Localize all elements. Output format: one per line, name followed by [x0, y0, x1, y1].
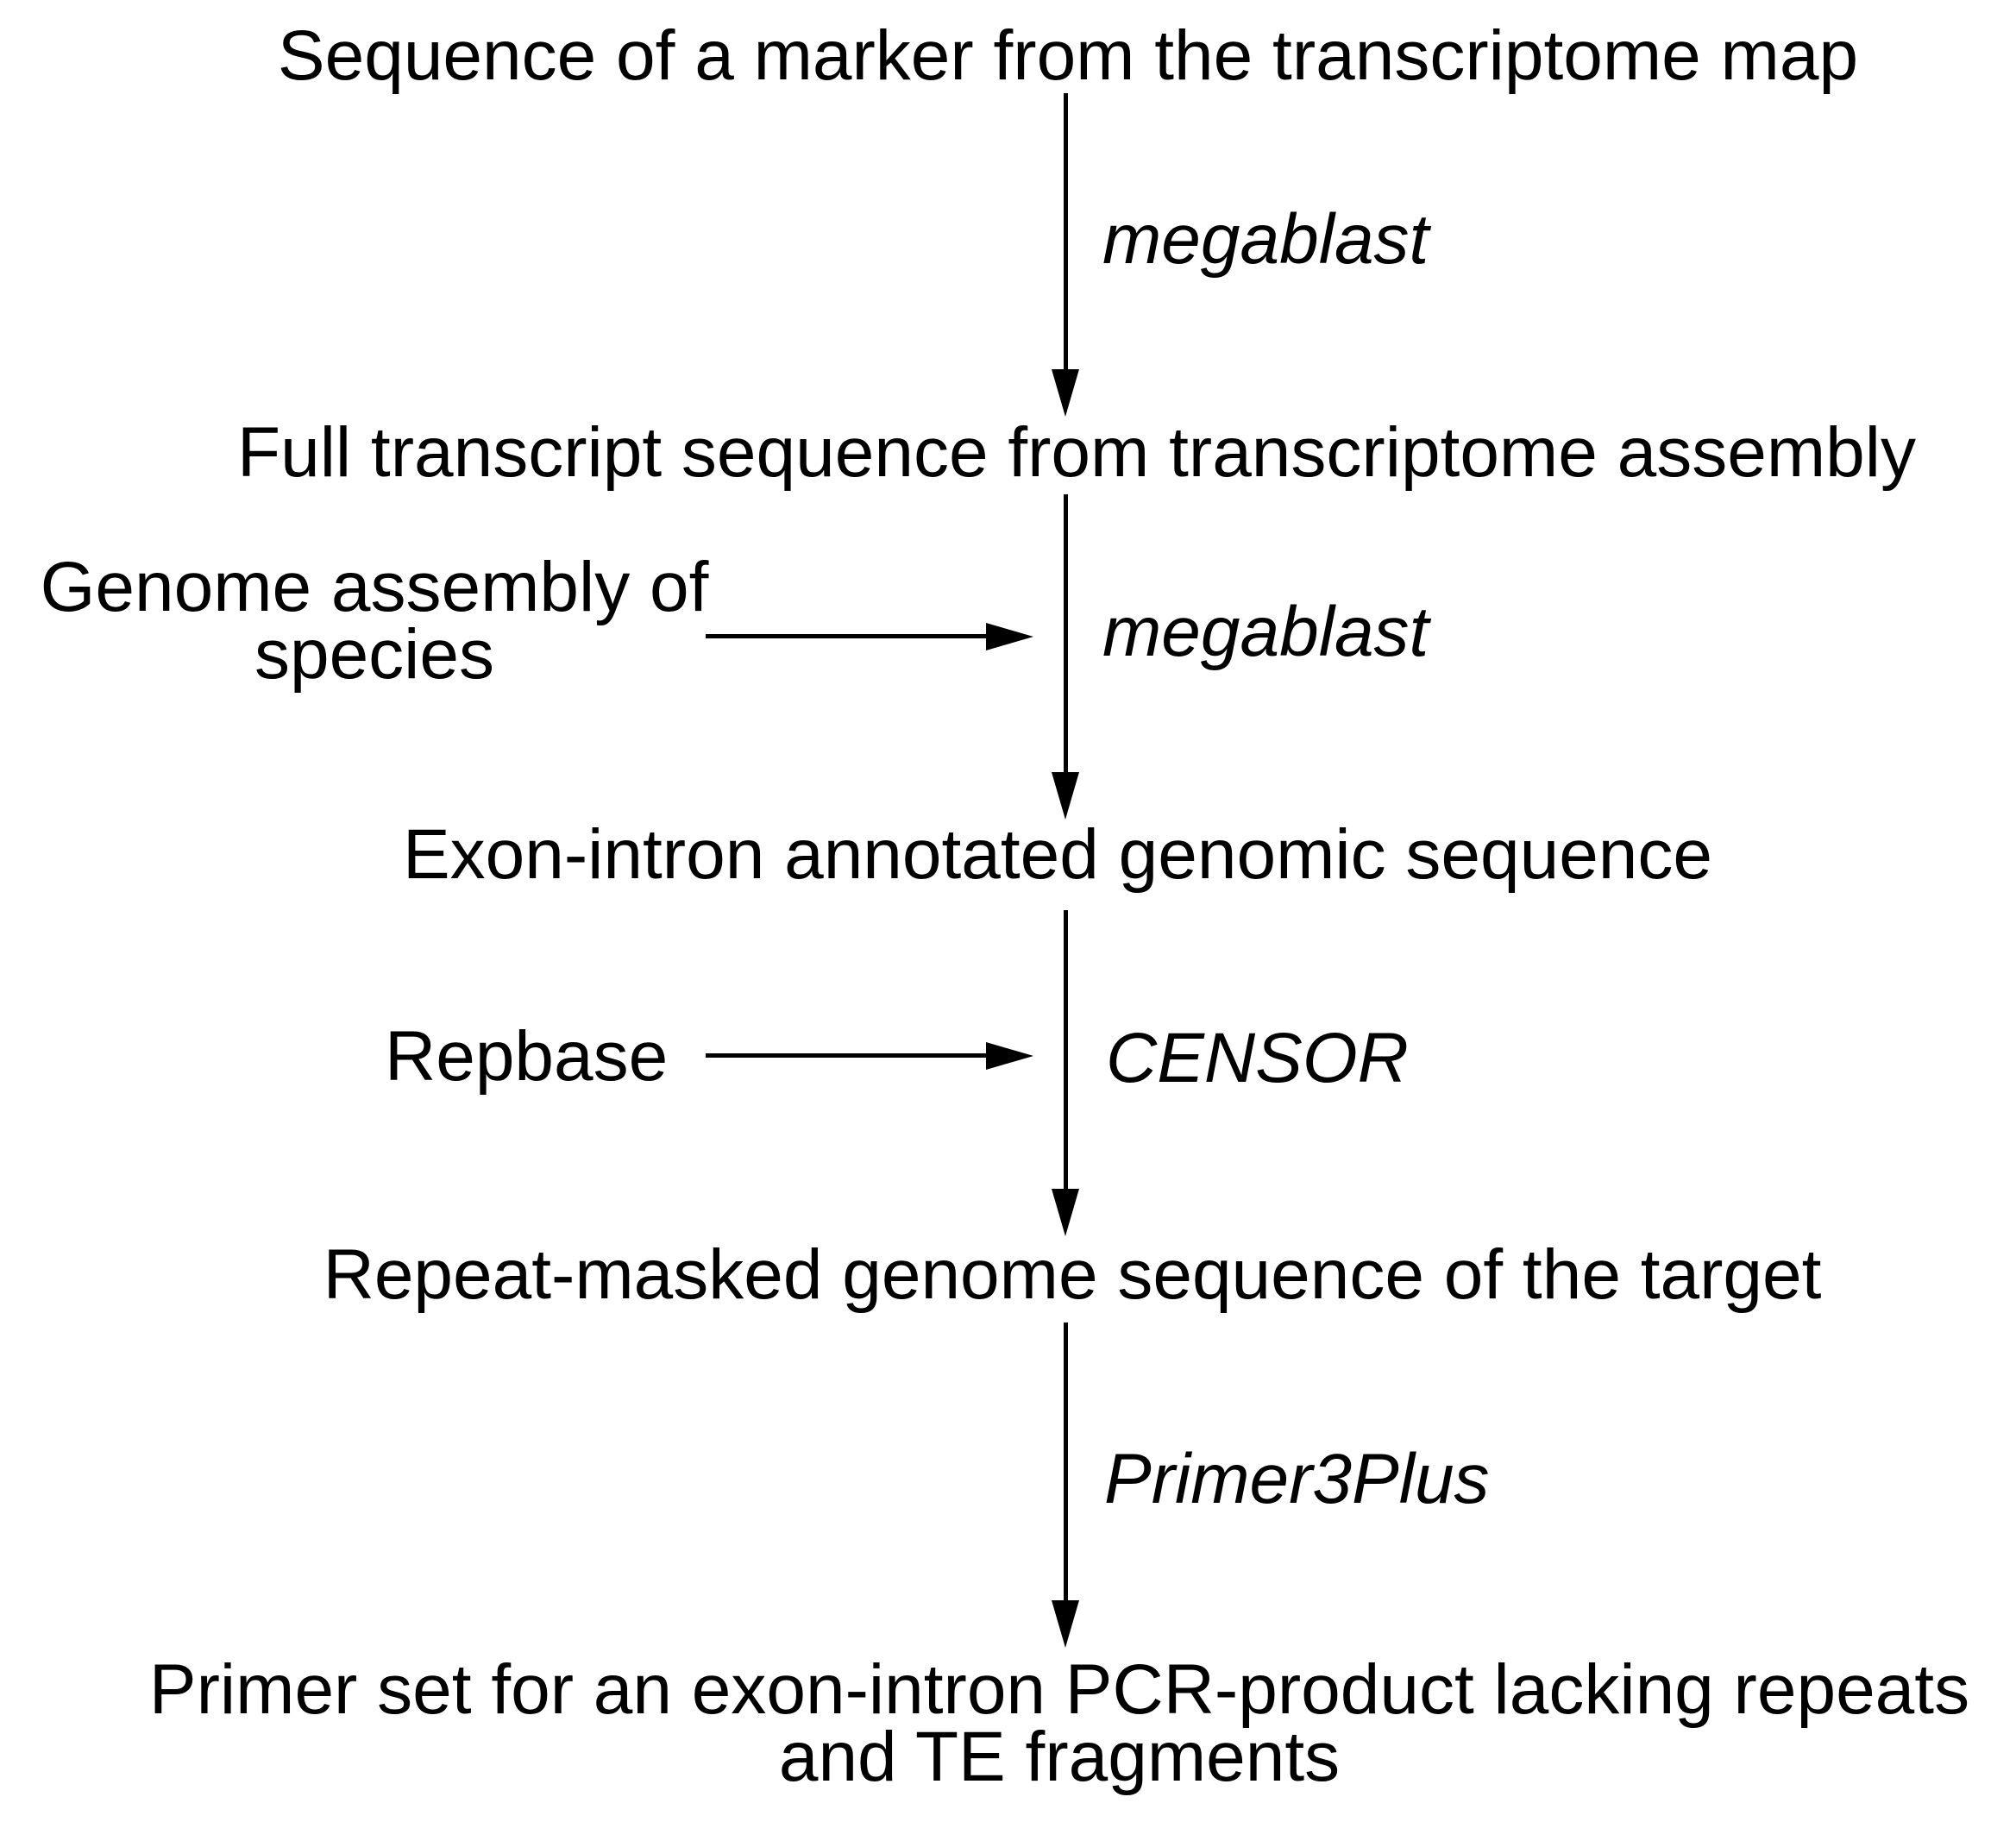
arrow-down-icon [1052, 1600, 1079, 1648]
node-genome-assembly-line2: species [254, 614, 495, 694]
side-arrow-1-line [706, 634, 986, 638]
tool-label-primer3plus: Primer3Plus [1104, 1440, 1490, 1518]
flow-arrow-4-line [1064, 1323, 1068, 1600]
node-exon-intron: Exon-intron annotated genomic sequence [402, 815, 1713, 894]
tool-label-megablast-2: megablast [1102, 593, 1429, 671]
flow-arrow-2-line [1064, 494, 1068, 772]
arrow-down-icon [1052, 1189, 1079, 1236]
node-marker-sequence: Sequence of a marker from the transcript… [277, 16, 1859, 95]
arrow-down-icon [1052, 772, 1079, 820]
node-full-transcript: Full transcript sequence from transcript… [237, 413, 1916, 492]
arrow-down-icon [1052, 369, 1079, 417]
tool-label-censor: CENSOR [1106, 1019, 1409, 1097]
arrow-right-icon [986, 1042, 1033, 1070]
arrow-right-icon [986, 623, 1033, 650]
node-genome-assembly-line1: Genome assembly of [40, 548, 709, 626]
flow-arrow-3-line [1064, 910, 1068, 1189]
tool-label-megablast-1: megablast [1102, 200, 1429, 279]
node-primer-set-line1: Primer set for an exon-intron PCR-produc… [148, 1650, 1970, 1729]
flow-arrow-1-line [1064, 93, 1068, 369]
node-primer-set: Primer set for an exon-intron PCR-produc… [148, 1650, 1970, 1796]
node-genome-assembly: Genome assembly of species [40, 548, 709, 694]
node-primer-set-line2: and TE fragments [778, 1717, 1341, 1796]
node-repeat-masked: Repeat-masked genome sequence of the tar… [323, 1235, 1822, 1314]
side-arrow-2-line [706, 1053, 986, 1058]
node-repbase: Repbase [385, 1017, 669, 1096]
